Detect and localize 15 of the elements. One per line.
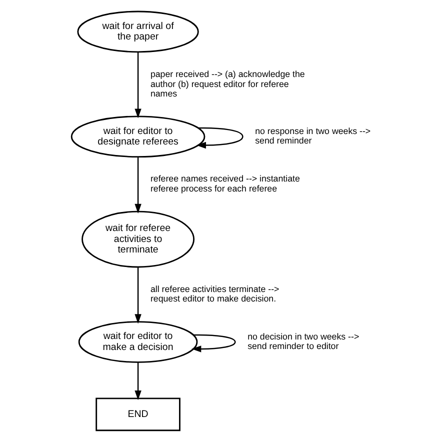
node-ellipse: wait for arrival of the paper: [77, 10, 199, 53]
edge-label: paper received --> (a) acknowledge the author (b) request editor for referee names: [150, 69, 305, 99]
arrow: [134, 266, 142, 324]
arrow: [134, 362, 142, 400]
arrow: [134, 52, 142, 118]
node-ellipse: wait for editor to make a decision: [78, 321, 198, 363]
arrow: [134, 156, 142, 214]
arrow: [196, 127, 244, 149]
edge-label: no decision in two weeks --> send reminder to editor: [248, 331, 360, 352]
edge-label: referee names received --> instantiate referee process for each referee: [150, 174, 300, 194]
node-box: END: [96, 398, 180, 432]
edge-label: all referee activities terminate --> request editor to make decision.: [150, 284, 280, 304]
node-ellipse: wait for referee activities to terminate: [82, 210, 195, 268]
arrow: [192, 334, 236, 352]
edge-label: no response in two weeks --> send reminder: [255, 126, 371, 146]
